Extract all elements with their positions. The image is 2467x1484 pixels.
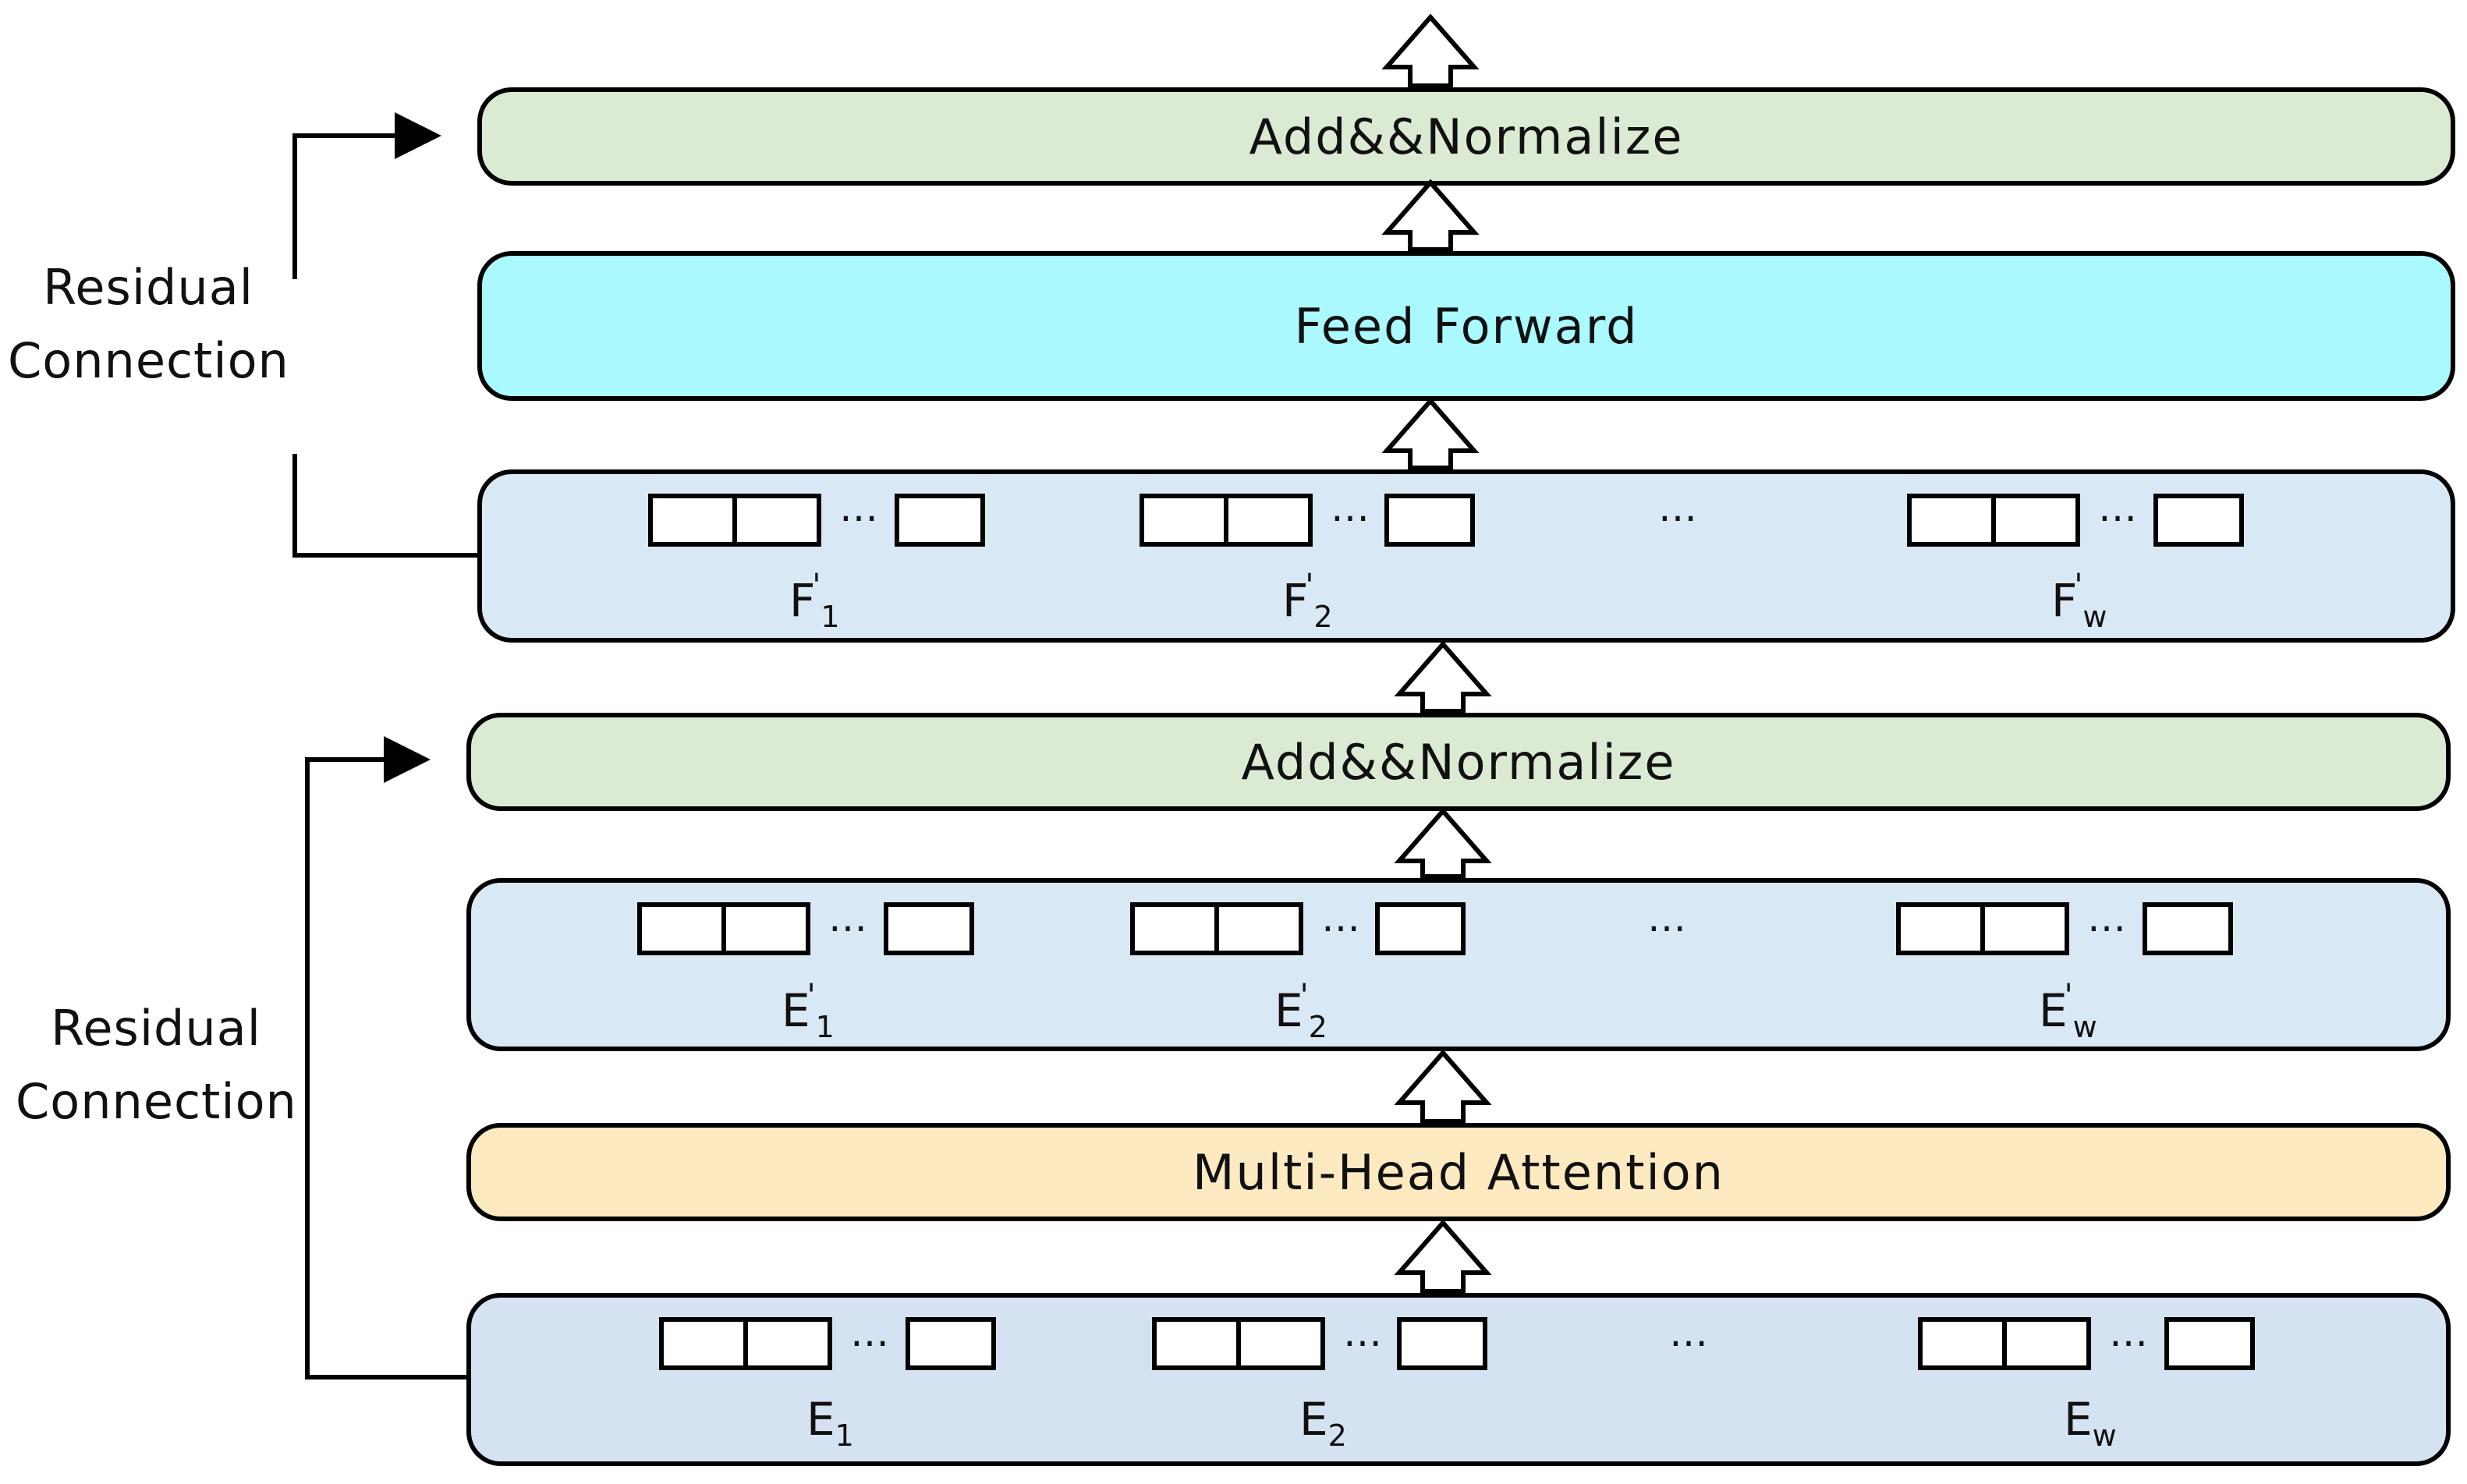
ellipsis: …	[828, 895, 867, 940]
token-cell	[1152, 1317, 1241, 1370]
residual-connection-label-top: Residual Connection	[8, 251, 289, 398]
token-cell	[1130, 902, 1219, 955]
token-cell	[2153, 494, 2244, 547]
token-ew: Ew	[2064, 1393, 2117, 1453]
token-e2-prime: E'2	[1274, 978, 1327, 1044]
feed-forward-block: Feed Forward	[477, 251, 2455, 401]
token-cell	[1991, 494, 2080, 547]
token-e2: E2	[1299, 1393, 1347, 1453]
token-cell	[1384, 494, 1475, 547]
ellipsis: …	[1331, 485, 1370, 530]
ellipsis: …	[1321, 895, 1360, 940]
residual-word: Residual	[43, 259, 253, 316]
feed-forward-label: Feed Forward	[1294, 297, 1639, 355]
token-cell	[1224, 494, 1313, 547]
token-cell	[1236, 1317, 1325, 1370]
token-cell	[1397, 1317, 1487, 1370]
token-cell	[884, 902, 974, 955]
token-cell	[2002, 1317, 2091, 1370]
ellipsis: …	[839, 485, 878, 530]
ellipsis-between: …	[1647, 895, 1686, 940]
token-cell	[721, 902, 810, 955]
up-arrow-icon	[1381, 397, 1480, 470]
token-e1: E1	[806, 1393, 854, 1453]
up-arrow-icon	[1381, 13, 1480, 88]
f-prime-token-boxes	[648, 494, 2244, 547]
residual-connection-top-line	[292, 112, 477, 558]
add-normalize-label-bottom: Add&&Normalize	[1241, 733, 1676, 791]
residual-word: Residual	[51, 1000, 261, 1057]
ellipsis: …	[850, 1310, 889, 1355]
token-cell	[1980, 902, 2069, 955]
token-ew-prime: E'w	[2039, 978, 2097, 1044]
token-cell	[2164, 1317, 2255, 1370]
token-cell	[2143, 902, 2233, 955]
ellipsis: …	[1343, 1310, 1382, 1355]
token-cell	[895, 494, 985, 547]
token-cell	[1140, 494, 1228, 547]
token-cell	[648, 494, 737, 547]
token-cell	[1896, 902, 1985, 955]
token-cell	[906, 1317, 996, 1370]
multi-head-attention-label: Multi-Head Attention	[1193, 1143, 1724, 1201]
residual-connection-bottom-line	[305, 736, 466, 1380]
ellipsis-between: …	[1669, 1310, 1708, 1355]
token-fw-prime: F'w	[2051, 568, 2107, 634]
e-token-boxes	[659, 1317, 2255, 1370]
token-cell	[637, 902, 726, 955]
token-cell	[1214, 902, 1303, 955]
add-normalize-block-top: Add&&Normalize	[477, 87, 2455, 186]
ellipsis: …	[2087, 895, 2126, 940]
ellipsis: …	[2098, 485, 2137, 530]
token-cell	[732, 494, 821, 547]
token-cell	[1375, 902, 1466, 955]
up-arrow-icon	[1394, 640, 1492, 714]
up-arrow-icon	[1394, 807, 1492, 879]
ellipsis-between: …	[1658, 485, 1697, 530]
up-arrow-icon	[1381, 179, 1480, 252]
add-normalize-label-top: Add&&Normalize	[1249, 108, 1684, 165]
token-f1-prime: F'1	[789, 568, 840, 634]
token-cell	[743, 1317, 832, 1370]
up-arrow-icon	[1394, 1219, 1492, 1294]
multi-head-attention-block: Multi-Head Attention	[466, 1123, 2451, 1221]
token-cell	[659, 1317, 748, 1370]
up-arrow-icon	[1394, 1049, 1492, 1124]
ellipsis: …	[2109, 1310, 2148, 1355]
e-prime-token-boxes	[637, 902, 2233, 955]
residual-connection-label-bottom: Residual Connection	[16, 992, 296, 1139]
token-cell	[1918, 1317, 2007, 1370]
token-cell	[1907, 494, 1996, 547]
add-normalize-block-bottom: Add&&Normalize	[466, 713, 2451, 811]
token-f2-prime: F'2	[1282, 568, 1333, 634]
connection-word: Connection	[8, 332, 289, 389]
connection-word: Connection	[16, 1073, 297, 1130]
token-e1-prime: E'1	[782, 978, 835, 1044]
